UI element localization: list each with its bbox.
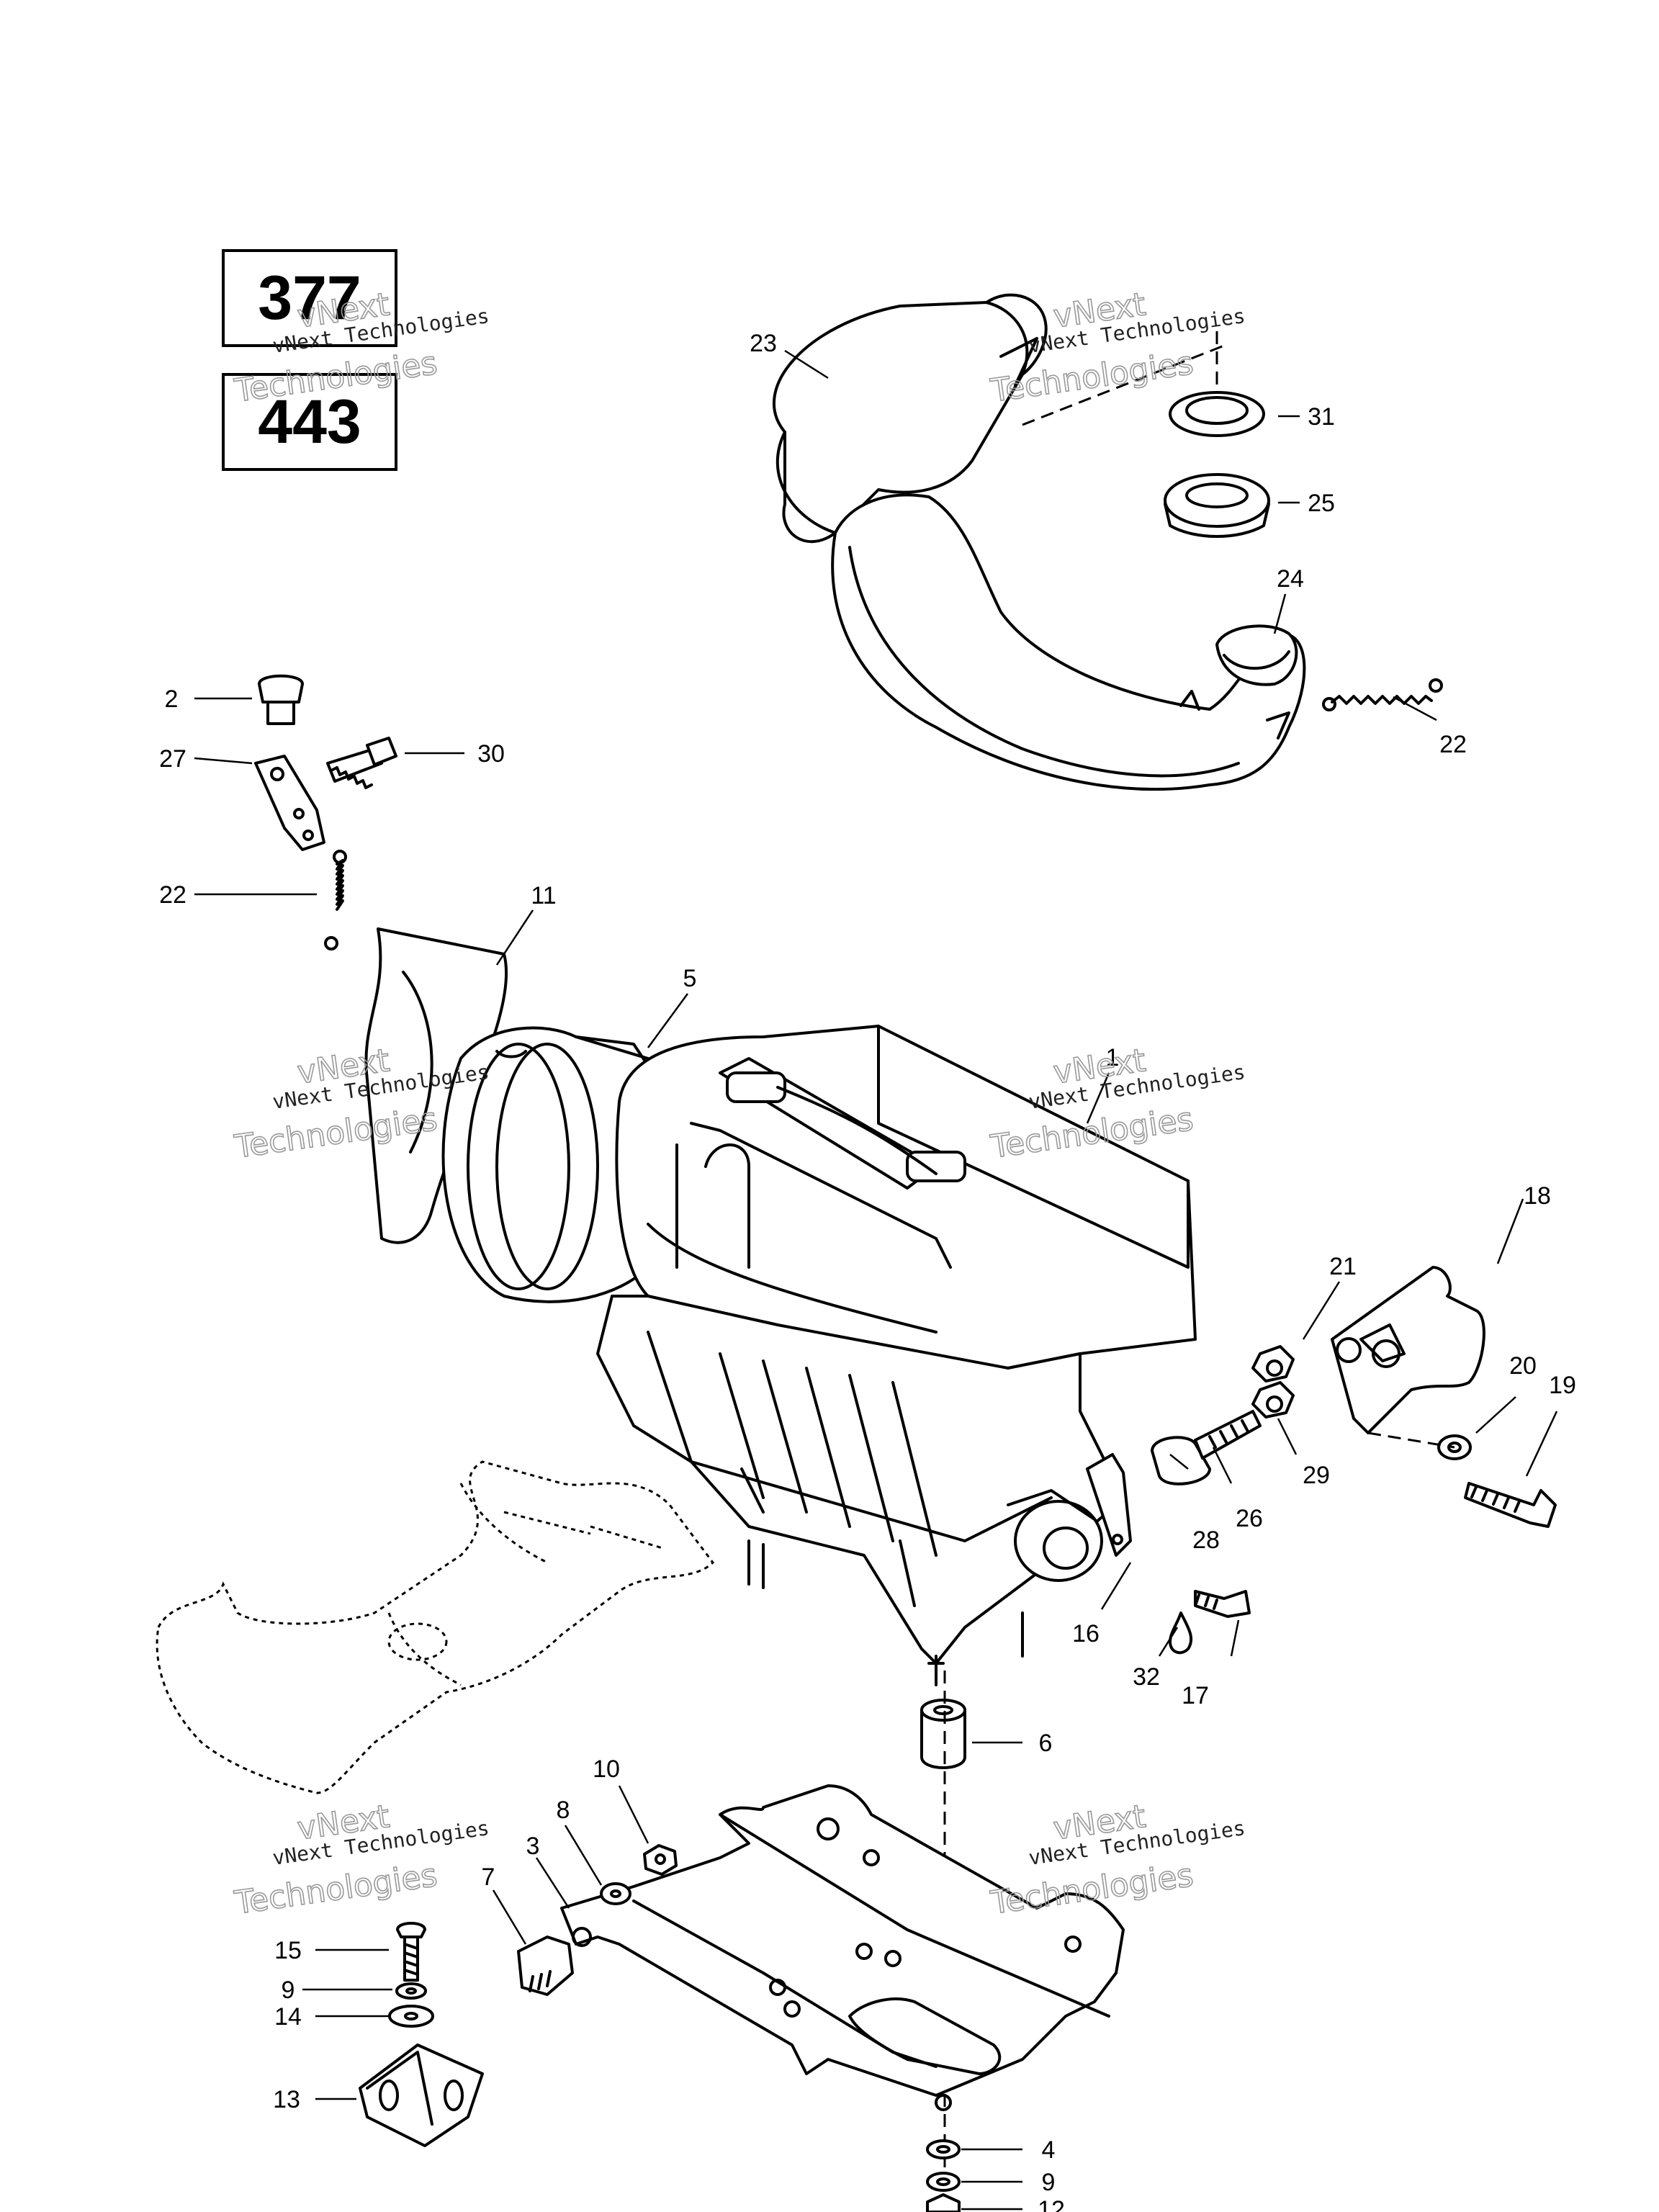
nut-12 [926,2193,961,2212]
callout-26: 26 [1236,1505,1263,1532]
callout-6: 6 [1039,1730,1053,1757]
callout-14: 14 [274,2003,302,2031]
callout-8: 8 [557,1797,570,1824]
deflector-bracket [1086,1453,1132,1557]
model-code-443: 443 [258,387,361,457]
callout-9: 9 [282,1977,295,2004]
callout-19: 19 [1549,1372,1576,1399]
callout-32: 32 [1133,1663,1160,1691]
callout-27: 27 [159,745,186,773]
callout-25: 25 [1308,490,1335,517]
washer-8 [600,1882,631,1905]
left-support-assembly [359,1922,484,2147]
spacer-6 [920,1699,966,1769]
rubber-mount [517,1936,574,1996]
callout-2: 2 [165,685,179,713]
model-code-box: 377 [222,249,397,347]
callout-12: 12 [1038,2196,1065,2212]
watermark-text: Technologies [232,345,439,410]
muffler-bracket-assembly [254,674,397,950]
callout-7: 7 [482,1863,495,1891]
stud-spacer [1151,1436,1211,1485]
callout-20: 20 [1509,1352,1537,1380]
jet-pump-ghost [156,1460,714,1794]
callout-24: 24 [1277,565,1304,593]
callout-13: 13 [273,2086,300,2113]
muffler-assembly [772,293,1306,791]
grommet-ring [1164,473,1270,528]
callout-labels: 1 2 3 4 5 6 7 8 9 9 10 11 12 13 14 15 16… [159,330,1576,2212]
callout-23: 23 [750,330,777,357]
callout-4: 4 [1042,2136,1056,2164]
callout-22: 22 [1439,731,1467,758]
lock-washer-9 [926,2172,961,2192]
callout-29: 29 [1303,1462,1330,1489]
engine-mount-plate [560,1784,1125,2111]
callout-18: 18 [1524,1182,1551,1210]
sealant-drop-icon [1169,1611,1193,1655]
watermark-text: Technologies [232,1857,439,1922]
callout-28: 28 [1192,1527,1220,1554]
callout-3: 3 [526,1833,540,1860]
spring-right [1331,695,1433,705]
leader-lines [194,349,1558,2211]
nut-10 [643,1844,678,1876]
callout-22: 22 [159,881,186,909]
callout-21: 21 [1329,1253,1357,1280]
engine-assembly [364,927,1197,1686]
callout-11: 11 [531,882,556,909]
model-code-377: 377 [258,263,361,333]
engine-support-right [1251,1266,1557,1528]
callout-9: 9 [1042,2169,1056,2196]
washer-4 [926,2139,961,2159]
model-code-box: 443 [222,373,397,471]
callout-5: 5 [683,965,697,992]
callout-1: 1 [1106,1044,1120,1071]
callout-30: 30 [477,740,505,768]
callout-17: 17 [1182,1682,1209,1709]
callout-31: 31 [1308,403,1335,431]
callout-15: 15 [274,1937,302,1964]
callout-10: 10 [593,1755,620,1783]
callout-16: 16 [1072,1620,1100,1647]
